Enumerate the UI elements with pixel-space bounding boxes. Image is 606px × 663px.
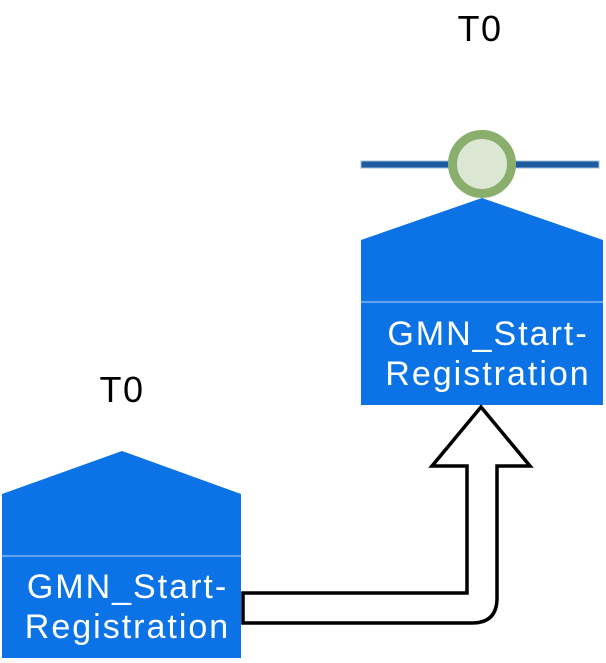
event-circle-icon[interactable] [448,130,516,198]
process-block-left-shape[interactable] [2,451,241,658]
connector-arrow-icon[interactable] [241,404,534,625]
time-label-right: T0 [457,8,503,49]
time-label-left: T0 [99,369,145,410]
